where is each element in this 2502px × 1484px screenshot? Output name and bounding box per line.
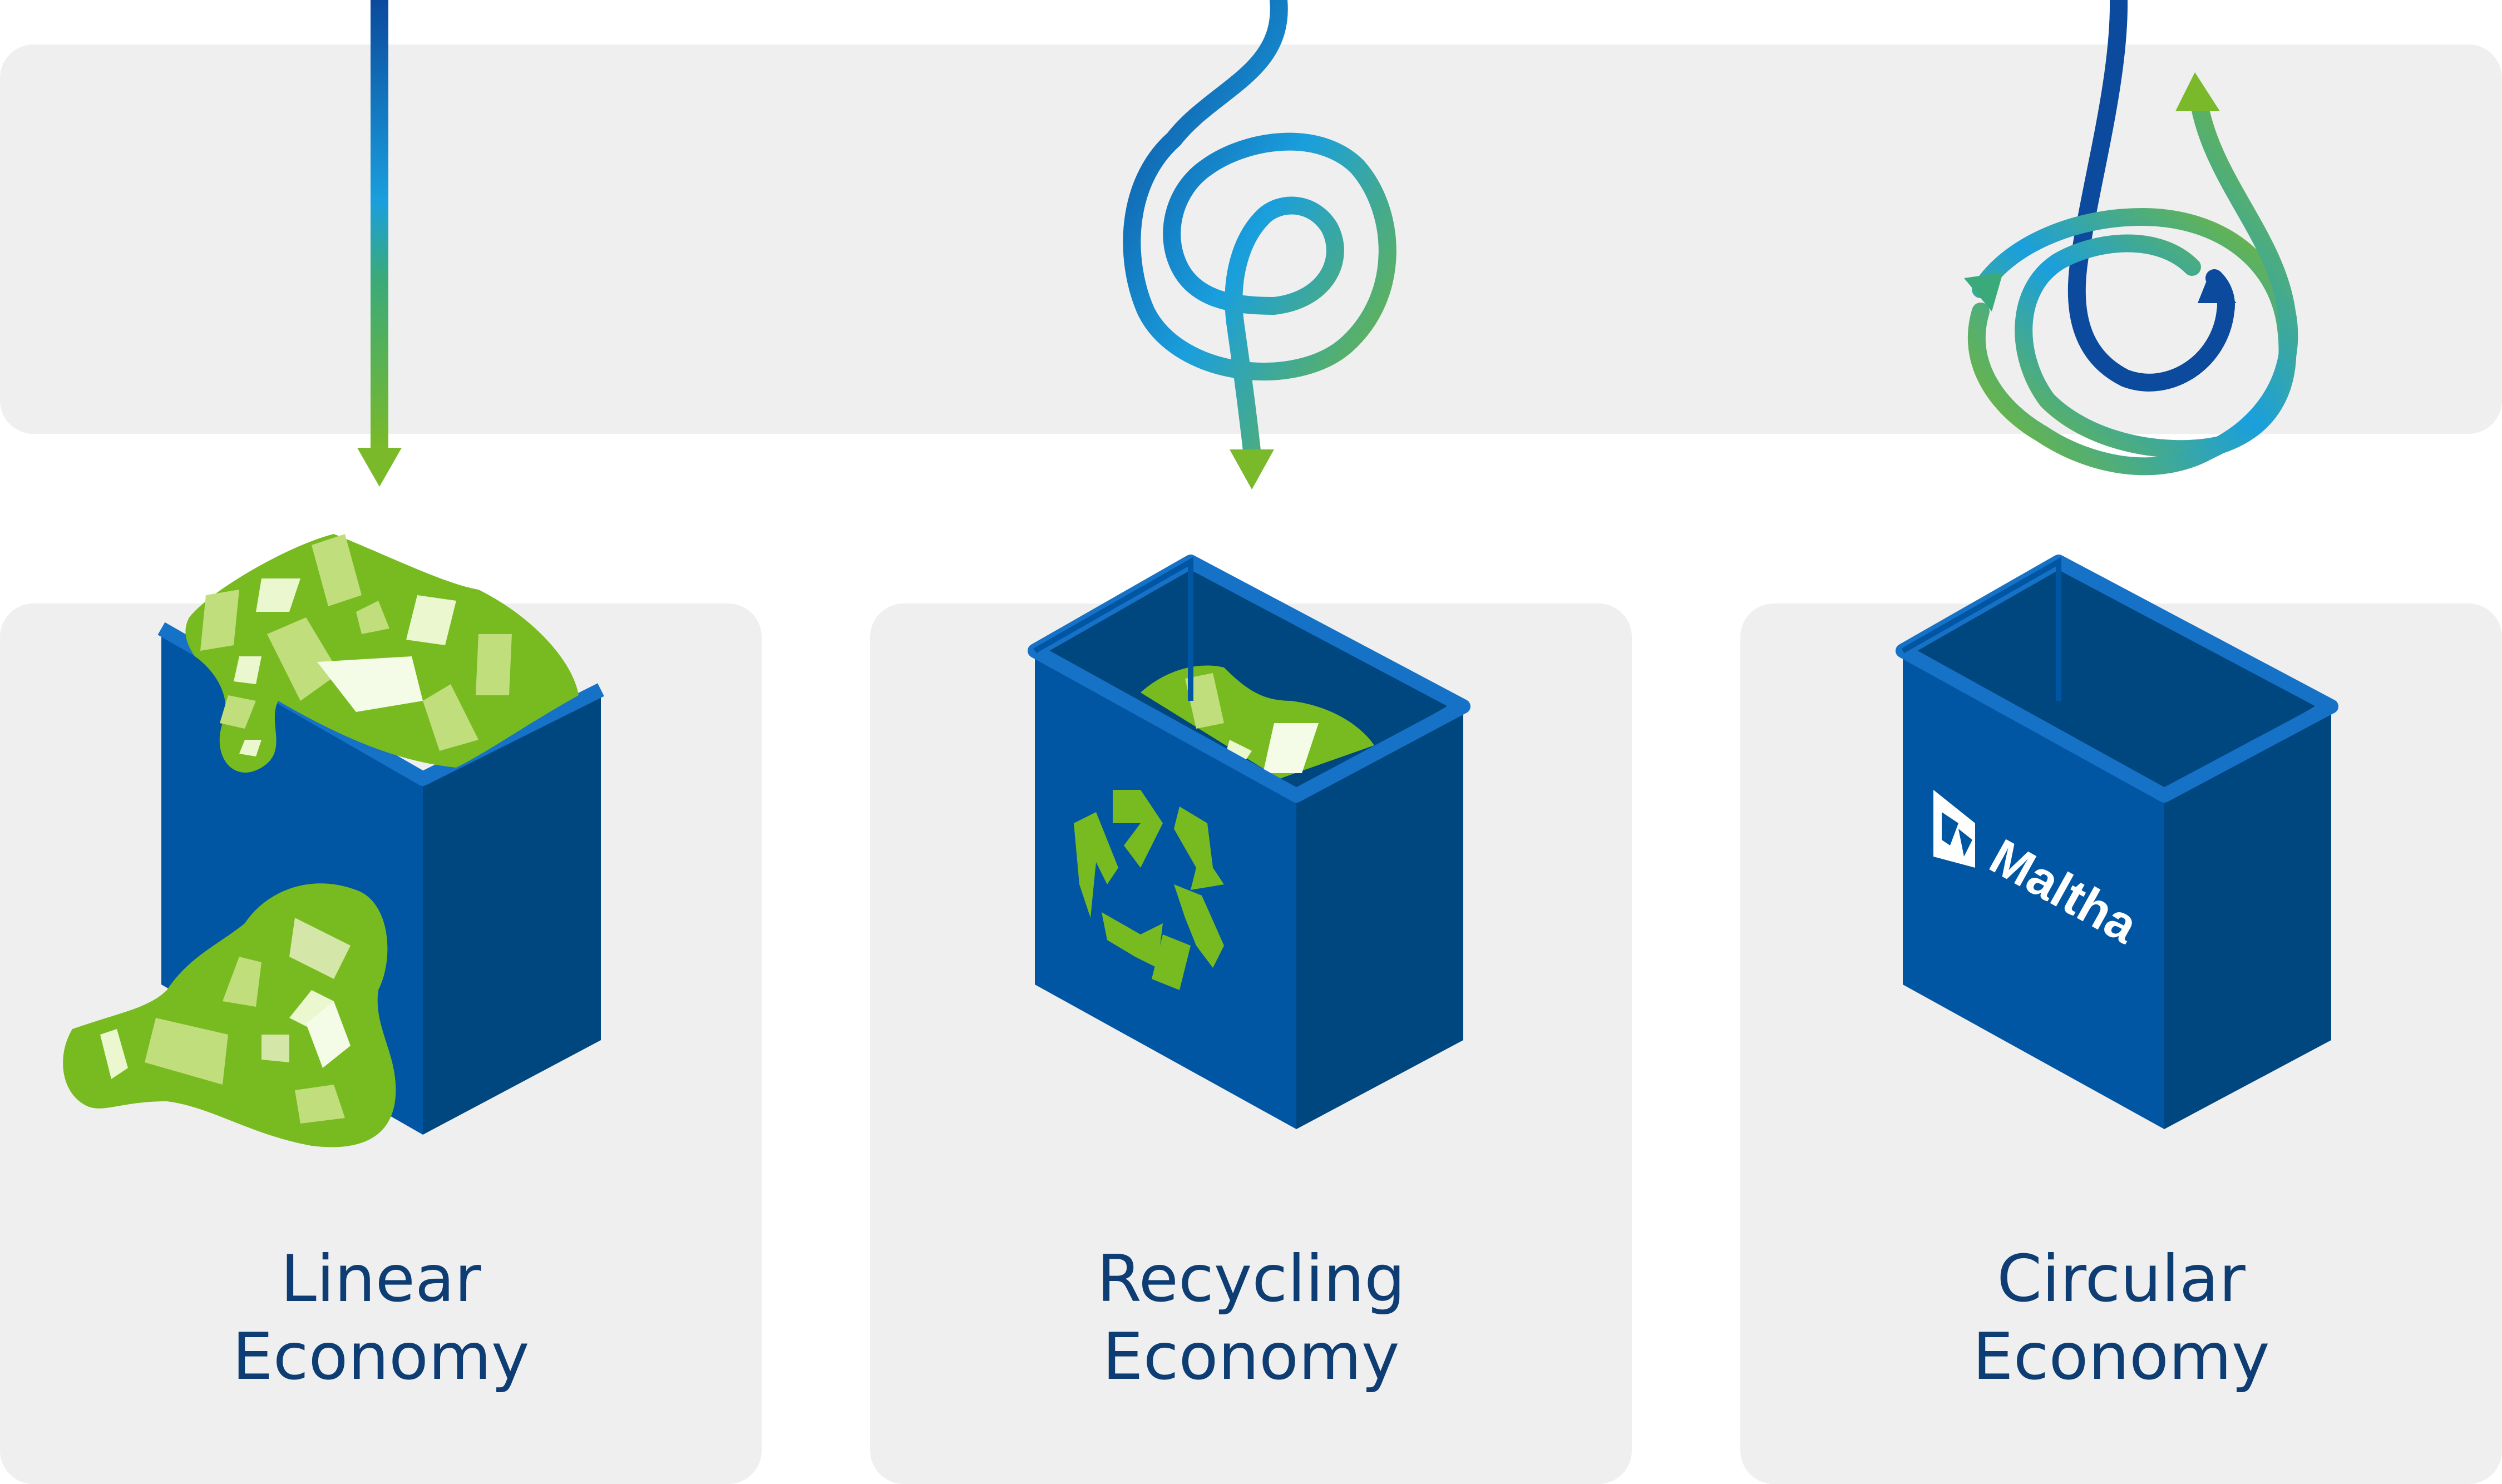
caption-circular: Circular Economy [1740, 1240, 2502, 1396]
recycling-bin [1028, 555, 1470, 1129]
caption-linear: Linear Economy [0, 1240, 762, 1396]
caption-recycling-line2: Economy [1102, 1319, 1400, 1394]
linear-waste-spill [63, 883, 396, 1147]
linear-arrow [357, 0, 402, 487]
recycling-arrow [1123, 0, 1396, 489]
caption-recycling-line1: Recycling [1097, 1241, 1405, 1317]
caption-linear-line2: Economy [232, 1319, 530, 1394]
caption-circular-line2: Economy [1972, 1319, 2270, 1394]
caption-linear-line1: Linear [280, 1241, 481, 1317]
caption-recycling: Recycling Economy [870, 1240, 1632, 1396]
recycle-symbol-icon [1074, 790, 1224, 990]
linear-waste-top [185, 534, 579, 773]
maltha-logo-icon [1933, 790, 1975, 868]
caption-circular-line1: Circular [1997, 1241, 2246, 1317]
circular-arrow [1964, 0, 2298, 476]
circular-bin [1896, 555, 2338, 1129]
